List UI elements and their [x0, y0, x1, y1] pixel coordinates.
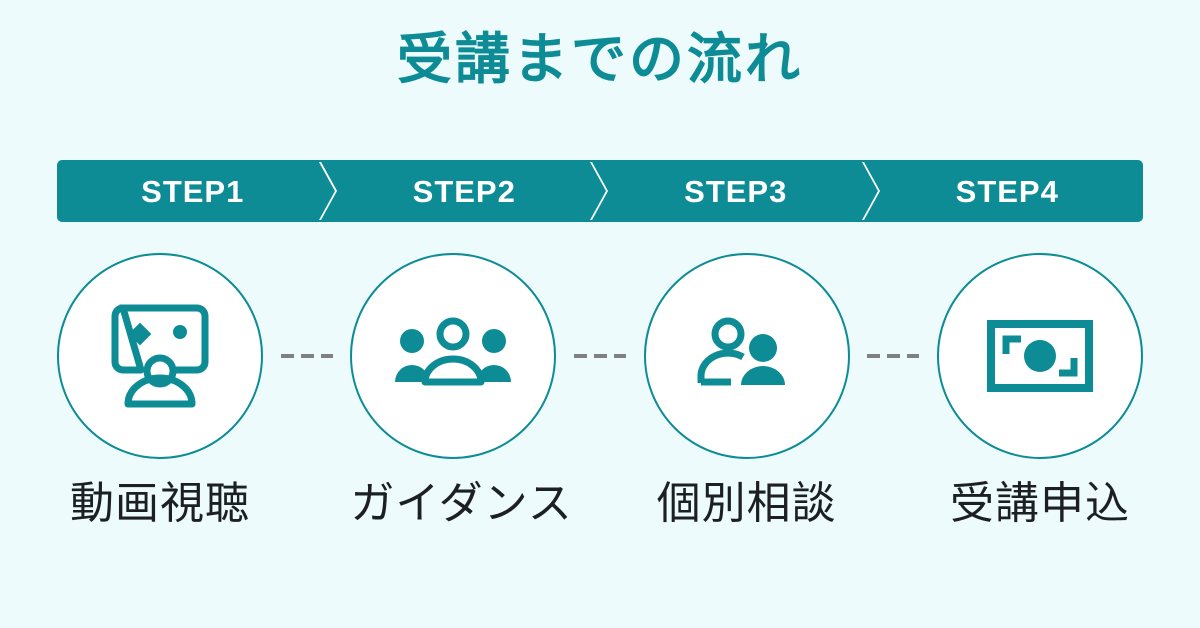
flow-connector-2: [562, 354, 637, 358]
flow-node-4[interactable]: [936, 253, 1143, 459]
step-label-3: STEP3: [684, 173, 788, 209]
dashed-line-icon: [867, 354, 920, 358]
monitor-person-icon: [101, 300, 219, 412]
flow-node-2[interactable]: [350, 253, 557, 459]
flow-node-3[interactable]: [643, 253, 850, 459]
step-bar-item-3[interactable]: STEP3: [600, 160, 880, 222]
step-name-1: 動画視聴: [70, 479, 250, 528]
flow-connector-1: [269, 354, 344, 358]
step-name-2: ガイダンス: [350, 479, 573, 528]
flow-icon-row: [57, 253, 1143, 459]
flow-node-1[interactable]: [57, 253, 263, 459]
step-name-4: 受講申込: [949, 479, 1130, 528]
banknote-icon: [986, 320, 1093, 392]
step-bar-item-2[interactable]: STEP2: [329, 160, 608, 222]
page-title: 受講までの流れ: [396, 28, 803, 90]
step-label-2: STEP2: [412, 173, 516, 209]
step-label-1: STEP1: [141, 173, 245, 209]
step-bar-item-4[interactable]: STEP4: [872, 160, 1144, 222]
flow-connector-3: [856, 354, 931, 358]
step-bar-item-1[interactable]: STEP1: [57, 160, 337, 222]
dashed-line-icon: [573, 354, 626, 358]
dashed-line-icon: [280, 354, 333, 358]
people-group-icon: [394, 316, 512, 396]
step-bar: STEP1 STEP2 STEP3 STEP4: [57, 160, 1143, 222]
step-name-row: 動画視聴 ガイダンス 個別相談 受講申込: [57, 478, 1143, 531]
step-label-4: STEP4: [955, 173, 1059, 209]
two-people-icon: [697, 317, 797, 395]
step-name-3: 個別相談: [656, 479, 837, 528]
